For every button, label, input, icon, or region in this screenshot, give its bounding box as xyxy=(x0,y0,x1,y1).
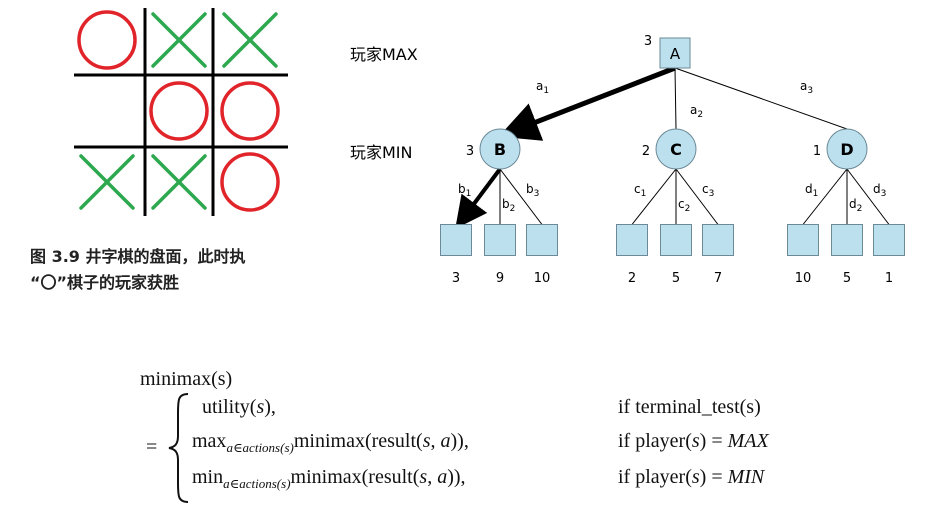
min-node-value-b: 3 xyxy=(466,144,474,159)
min-node-label-b: B xyxy=(494,140,506,159)
x-mark-r3c2 xyxy=(151,154,207,210)
case1-condition: if terminal_test(s) xyxy=(618,396,761,418)
tic-tac-toe-board xyxy=(74,8,288,216)
level-label-max: 玩家MAX xyxy=(350,45,418,64)
edge-d3 xyxy=(846,168,890,225)
leaf-node-d2 xyxy=(831,224,863,256)
min-node-b xyxy=(479,128,521,170)
formula-equals: = xyxy=(146,436,158,458)
edge-label-d1: d1 xyxy=(805,182,818,199)
x-mark-r3c1 xyxy=(79,154,135,210)
figure-caption: 图 3.9 井字棋的盘面，此时执 “〇”棋子的玩家获胜 xyxy=(30,244,246,296)
leaf-node-c2 xyxy=(660,224,692,256)
leaf-node-c1 xyxy=(616,224,648,256)
edge-d1 xyxy=(802,168,848,225)
min-node-value-c: 2 xyxy=(642,144,650,159)
case3-expression: mina∈actions(s)minimax(result(s, a)), xyxy=(192,466,466,491)
caption-line-1: 图 3.9 井字棋的盘面，此时执 xyxy=(30,247,246,266)
edge-label-a2: a2 xyxy=(690,103,703,120)
max-node-label-a: A xyxy=(670,45,681,63)
edge-a1 xyxy=(498,65,676,141)
min-node-label-c: C xyxy=(670,140,682,159)
max-node-a xyxy=(659,37,691,69)
edge-b3 xyxy=(499,168,543,225)
leaf-node-c3 xyxy=(702,224,734,256)
caption-line-2: “〇”棋子的玩家获胜 xyxy=(30,273,180,292)
edge-a3 xyxy=(674,67,848,130)
minimax-formula: minimax(s) = utility(s), if terminal_tes… xyxy=(140,364,900,504)
min-node-value-d: 1 xyxy=(813,144,821,159)
leaf-value-b1: 3 xyxy=(452,271,460,286)
o-mark-r3c3 xyxy=(220,152,280,212)
edge-c3 xyxy=(675,168,719,225)
edge-label-b1: b1 xyxy=(458,182,471,199)
case1-expression: utility(s), xyxy=(202,396,276,418)
board-grid xyxy=(74,8,288,216)
leaf-value-b2: 9 xyxy=(496,271,504,286)
leaf-value-d1: 10 xyxy=(795,271,812,286)
edge-label-b3: b3 xyxy=(526,182,539,199)
case2-condition: if player(s) = MAX xyxy=(618,430,769,452)
leaf-node-b3 xyxy=(526,224,558,256)
o-mark-r2c3 xyxy=(220,81,280,141)
edge-label-d2: d2 xyxy=(849,197,862,214)
o-mark-r1c1 xyxy=(77,10,137,70)
x-mark-r1c3 xyxy=(222,12,278,68)
level-label-min: 玩家MIN xyxy=(350,143,413,162)
edge-label-a3: a3 xyxy=(800,79,813,96)
edge-label-d3: d3 xyxy=(873,182,886,199)
case3-condition: if player(s) = MIN xyxy=(618,466,765,488)
max-node-value-a: 3 xyxy=(644,34,652,49)
x-mark-r1c2 xyxy=(151,12,207,68)
leaf-value-d3: 1 xyxy=(885,271,893,286)
edge-label-c3: c3 xyxy=(702,182,714,199)
min-node-c xyxy=(655,128,697,170)
leaf-node-b2 xyxy=(484,224,516,256)
leaf-value-c3: 7 xyxy=(714,271,722,286)
leaf-node-d1 xyxy=(787,224,819,256)
edge-c1 xyxy=(631,168,677,225)
edge-b1 xyxy=(455,167,502,229)
edge-label-c2: c2 xyxy=(678,197,690,214)
leaf-value-d2: 5 xyxy=(843,271,851,286)
leaf-node-d3 xyxy=(873,224,905,256)
min-node-d xyxy=(826,128,868,170)
edge-label-a1: a1 xyxy=(536,79,549,96)
minimax-game-tree: 玩家MAX 玩家MIN a1 b1 b2 b3 a2 c1 c2 c3 a3 d1 d2 d3 3 9 1… xyxy=(350,34,905,286)
min-node-label-d: D xyxy=(840,140,853,159)
formula-left-brace xyxy=(168,393,189,503)
edge-label-c1: c1 xyxy=(634,182,646,199)
leaf-value-c1: 2 xyxy=(628,271,636,286)
leaf-node-b1 xyxy=(440,224,472,256)
formula-lhs: minimax(s) xyxy=(140,368,233,390)
leaf-value-c2: 5 xyxy=(672,271,680,286)
leaf-value-b3: 10 xyxy=(534,271,551,286)
edge-label-b2: b2 xyxy=(502,197,515,214)
edge-a2 xyxy=(674,67,677,130)
case2-expression: maxa∈actions(s)minimax(result(s, a)), xyxy=(192,430,469,455)
o-mark-r2c2 xyxy=(149,81,209,141)
